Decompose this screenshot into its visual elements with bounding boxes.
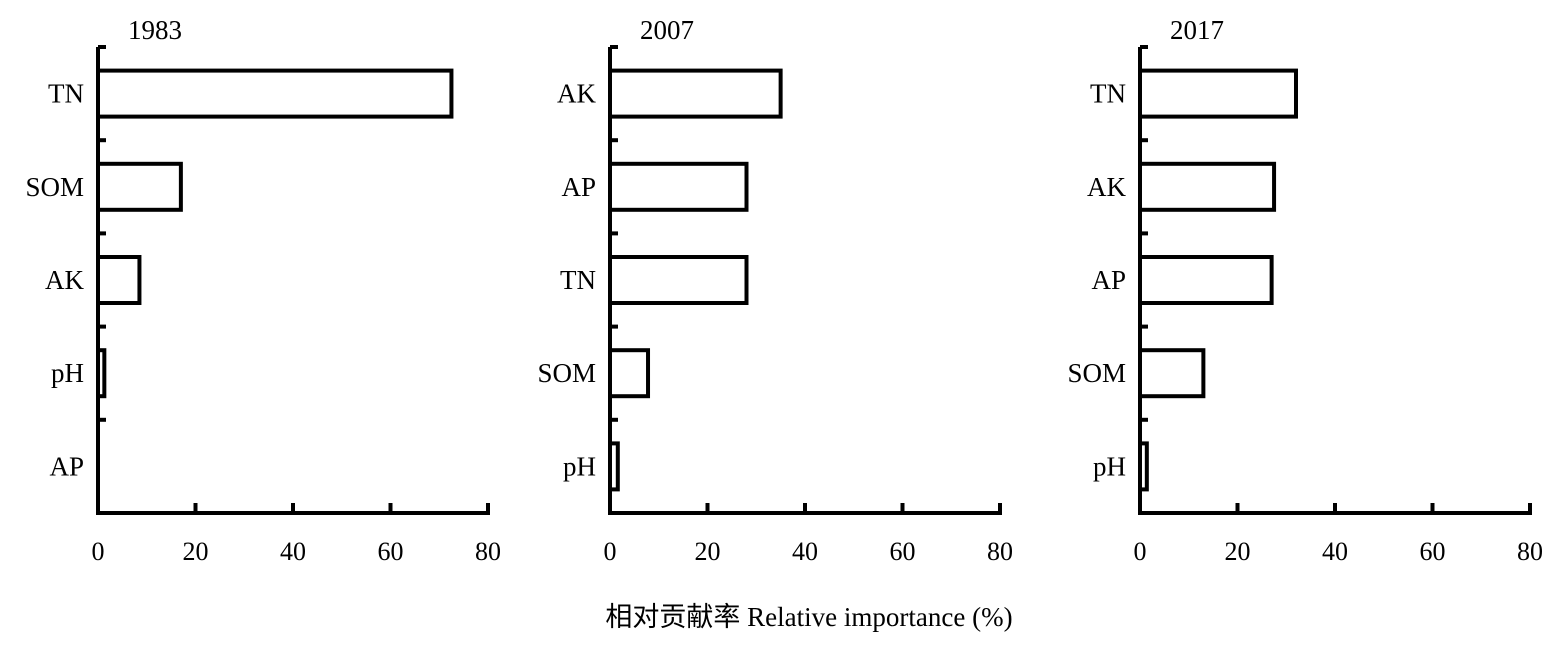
panel-0-x-tick-label: 40 bbox=[280, 537, 306, 566]
panel-2-title: 2017 bbox=[1170, 15, 1224, 45]
panel-0-bar-tn bbox=[96, 68, 454, 119]
panel-2-category-label: SOM bbox=[1067, 358, 1126, 388]
panel-2-bar-tn bbox=[1138, 68, 1298, 119]
panel-1-x-tick-label: 40 bbox=[792, 537, 818, 566]
panel-0-x-tick-label: 20 bbox=[183, 537, 209, 566]
panel-2-bar-ak bbox=[1138, 161, 1277, 212]
panel-2-x-tick-label: 60 bbox=[1420, 537, 1446, 566]
panel-0-x-tick-label: 60 bbox=[378, 537, 404, 566]
panel-0-category-label: TN bbox=[48, 79, 84, 109]
panel-1-bar-tn bbox=[608, 255, 749, 305]
panel-0-bar-som bbox=[96, 161, 183, 212]
panel-2-category-label: AK bbox=[1087, 172, 1126, 202]
panel-2-category-label: pH bbox=[1093, 451, 1126, 481]
panel-2-bar-som bbox=[1138, 348, 1206, 399]
panel-1-x-tick-label: 60 bbox=[890, 537, 916, 566]
panel-0-x-tick-label: 0 bbox=[92, 537, 105, 566]
panel-2-bar-ap bbox=[1138, 255, 1274, 305]
panel-1-x-tick-label: 0 bbox=[604, 537, 617, 566]
panel-0-title: 1983 bbox=[128, 15, 182, 45]
panel-1-category-label: TN bbox=[560, 265, 596, 295]
panel-2-category-label: TN bbox=[1090, 79, 1126, 109]
panel-0-category-label: AK bbox=[45, 265, 84, 295]
panel-2-category-label: AP bbox=[1091, 265, 1126, 295]
panel-2-bar-ph bbox=[1138, 441, 1149, 492]
panel-1-bar-som bbox=[608, 348, 651, 399]
panel-1-category-label: AP bbox=[561, 172, 596, 202]
panel-0-category-label: AP bbox=[49, 451, 84, 481]
panel-2-x-tick-label: 0 bbox=[1134, 537, 1147, 566]
panel-0-category-label: pH bbox=[51, 358, 84, 388]
panel-1-category-label: AK bbox=[557, 79, 596, 109]
panel-0-category-label: SOM bbox=[25, 172, 84, 202]
panel-2-x-tick-label: 20 bbox=[1225, 537, 1251, 566]
panel-1-bar-ak bbox=[608, 68, 783, 119]
panel-1-x-tick-label: 20 bbox=[695, 537, 721, 566]
panel-1-title: 2007 bbox=[640, 15, 694, 45]
panel-0-bar-ph bbox=[96, 348, 107, 399]
x-axis-label: 相对贡献率 Relative importance (%) bbox=[605, 602, 1012, 632]
panel-1-category-label: pH bbox=[563, 451, 596, 481]
panel-0-x-tick-label: 80 bbox=[475, 537, 501, 566]
panel-0-bar-ak bbox=[96, 255, 142, 305]
panel-2-x-tick-label: 80 bbox=[1517, 537, 1543, 566]
panel-2-x-tick-label: 40 bbox=[1322, 537, 1348, 566]
panel-1-bar-ph bbox=[608, 441, 620, 492]
panel-1-category-label: SOM bbox=[537, 358, 596, 388]
panel-1-bar-ap bbox=[608, 161, 749, 212]
panel-1-x-tick-label: 80 bbox=[987, 537, 1013, 566]
